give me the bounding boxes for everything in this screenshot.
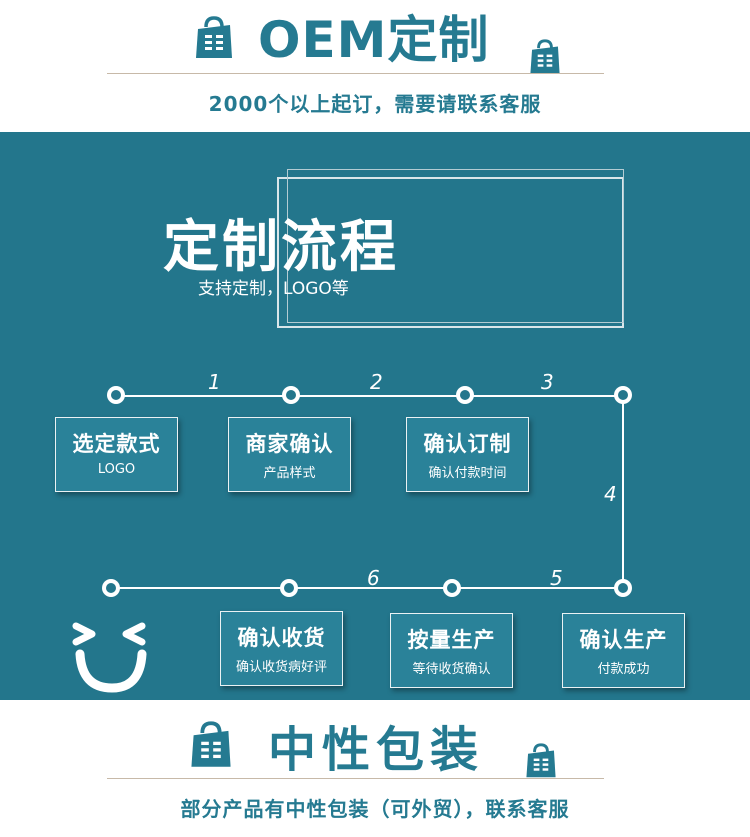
flow-line-top xyxy=(117,395,624,397)
page-title: OEM定制 xyxy=(258,11,490,69)
shopping-bag-icon xyxy=(530,39,560,74)
step-title: 按量生产 xyxy=(407,628,496,652)
step-desc: 付款成功 xyxy=(597,662,650,677)
step-box-merchant-confirm: 商家确认 产品样式 xyxy=(228,417,351,492)
step-box-mass-production: 按量生产 等待收货确认 xyxy=(390,613,513,688)
flow-line-right xyxy=(622,396,624,588)
flow-node-2 xyxy=(282,386,300,404)
step-desc: 确认付款时间 xyxy=(428,466,507,481)
footer-divider xyxy=(107,778,604,779)
shopping-bag-icon xyxy=(526,743,556,778)
header-divider xyxy=(107,73,604,74)
flow-node-7 xyxy=(280,579,298,597)
process-section xyxy=(0,132,750,700)
step-number: 6 xyxy=(367,566,380,590)
flow-node-1 xyxy=(107,386,125,404)
step-number: 3 xyxy=(541,370,554,394)
title-frame-inner xyxy=(287,169,624,323)
step-desc: LOGO xyxy=(97,462,136,477)
flow-node-8 xyxy=(102,579,120,597)
step-title: 选定款式 xyxy=(72,432,161,456)
shopping-bag-icon xyxy=(196,16,232,58)
step-title: 商家确认 xyxy=(245,432,334,456)
footer-subtitle: 部分产品有中性包装（可外贸），联系客服 xyxy=(180,797,570,821)
shopping-bag-icon xyxy=(191,721,231,767)
step-title: 确认收货 xyxy=(237,626,326,650)
step-box-confirm-production: 确认生产 付款成功 xyxy=(562,613,685,688)
header-subtitle: 2000个以上起订，需要请联系客服 xyxy=(208,92,542,116)
step-number: 2 xyxy=(370,370,383,394)
flow-node-3 xyxy=(456,386,474,404)
flow-node-5 xyxy=(614,579,632,597)
step-title: 确认订制 xyxy=(423,432,512,456)
step-number: 5 xyxy=(550,566,563,590)
flow-node-6 xyxy=(443,579,461,597)
step-box-select-style: 选定款式 LOGO xyxy=(55,417,178,492)
step-box-confirm-order: 确认订制 确认付款时间 xyxy=(406,417,529,492)
step-number: 4 xyxy=(604,482,617,506)
step-box-confirm-receipt: 确认收货 确认收货病好评 xyxy=(220,611,343,686)
footer-title: 中性包装 xyxy=(268,722,485,778)
flow-line-bottom xyxy=(111,587,624,589)
step-desc: 确认收货病好评 xyxy=(235,660,327,675)
step-title: 确认生产 xyxy=(579,628,668,652)
process-title: 定制流程 xyxy=(163,215,399,280)
step-desc: 等待收货确认 xyxy=(412,662,491,677)
smiley-face-icon xyxy=(72,622,147,693)
process-subtitle: 支持定制，LOGO等 xyxy=(198,279,349,299)
flow-node-4 xyxy=(614,386,632,404)
step-desc: 产品样式 xyxy=(263,466,316,481)
step-number: 1 xyxy=(208,370,221,394)
